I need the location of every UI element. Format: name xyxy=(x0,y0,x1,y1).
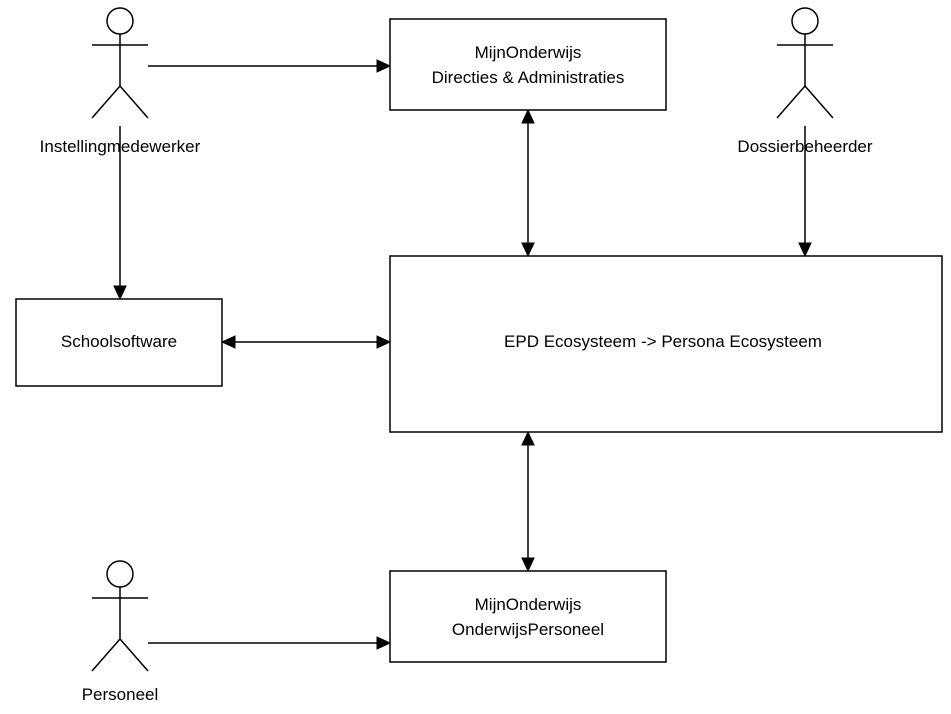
actor-instellingmedewerker-label: Instellingmedewerker xyxy=(40,137,201,156)
box-mijnonderwijs-directies-line2: Directies & Administraties xyxy=(432,68,625,87)
box-mijnonderwijs-personeel-line1: MijnOnderwijs xyxy=(475,595,582,614)
edge-dossierbeheerder-to-epd xyxy=(798,126,812,258)
box-mijnonderwijs-directies: MijnOnderwijs Directies & Administraties xyxy=(389,18,667,111)
actor-figure-icon xyxy=(776,7,834,119)
actor-personeel-label: Personeel xyxy=(82,685,159,704)
actor-personeel: Personeel xyxy=(82,560,159,704)
actor-figure-icon xyxy=(91,7,149,119)
box-schoolsoftware: Schoolsoftware xyxy=(15,298,223,387)
box-mijnonderwijs-personeel: MijnOnderwijs OnderwijsPersoneel xyxy=(389,570,667,663)
box-mijnonderwijs-directies-line1: MijnOnderwijs xyxy=(475,43,582,62)
edge-epd-personeel xyxy=(521,430,535,573)
edge-directies-epd xyxy=(521,108,535,258)
edge-instellingmedewerker-to-schoolsoftware xyxy=(113,126,127,301)
actor-instellingmedewerker: Instellingmedewerker xyxy=(40,7,201,156)
edge-personeel-to-onderwijspersoneel xyxy=(148,636,392,650)
box-epd-ecosysteem-label: EPD Ecosysteem -> Persona Ecosysteem xyxy=(504,332,822,351)
edge-schoolsoftware-epd xyxy=(220,335,392,349)
actor-dossierbeheerder-label: Dossierbeheerder xyxy=(737,137,872,156)
edge-instellingmedewerker-to-directies xyxy=(148,59,392,73)
actor-dossierbeheerder: Dossierbeheerder xyxy=(737,7,873,156)
box-mijnonderwijs-personeel-line2: OnderwijsPersoneel xyxy=(452,620,604,639)
box-epd-ecosysteem: EPD Ecosysteem -> Persona Ecosysteem xyxy=(389,255,943,433)
box-schoolsoftware-label: Schoolsoftware xyxy=(61,332,177,351)
actor-figure-icon xyxy=(91,560,149,672)
